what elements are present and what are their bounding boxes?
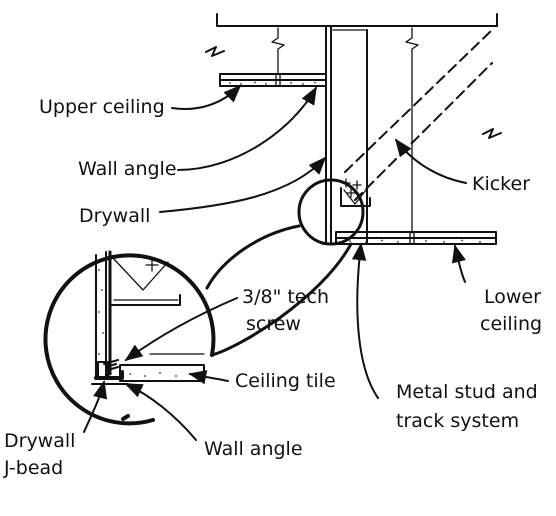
- kicker-dashed-lower: [354, 62, 493, 201]
- label-tech-screw-line2: screw: [246, 313, 301, 335]
- label-metal-stud-line2: track system: [396, 410, 519, 432]
- leader-arrows: [83, 84, 467, 441]
- label-wall-angle-top: Wall angle: [78, 158, 177, 180]
- label-drywall-jbead-line1: Drywall: [4, 430, 75, 452]
- main-section-drawing: [205, 13, 502, 246]
- break-symbol-right: [482, 128, 502, 139]
- enlarged-detail: [43, 250, 216, 426]
- label-kicker: Kicker: [472, 173, 530, 195]
- label-tech-screw-line1: 3/8" tech: [242, 286, 329, 308]
- label-ceiling-tile: Ceiling tile: [235, 370, 336, 392]
- tech-screw-icon: [103, 359, 119, 371]
- label-drywall-jbead-line2: J-bead: [3, 457, 63, 479]
- break-symbol-left: [205, 46, 225, 57]
- label-lower-ceiling-line1: Lower: [484, 286, 541, 308]
- detail-callout-circle-small: [297, 178, 365, 246]
- label-upper-ceiling: Upper ceiling: [39, 96, 165, 118]
- kicker-dashed-upper: [344, 29, 493, 173]
- callout-connector: [205, 224, 353, 357]
- labels: Upper ceiling Wall angle Drywall Kicker …: [3, 96, 542, 479]
- label-wall-angle-bottom: Wall angle: [204, 438, 303, 460]
- detail-callout-circle-large: [43, 253, 216, 426]
- label-lower-ceiling-line2: ceiling: [480, 313, 542, 335]
- label-drywall-top: Drywall: [79, 205, 150, 227]
- label-metal-stud-line1: Metal stud and: [396, 381, 538, 403]
